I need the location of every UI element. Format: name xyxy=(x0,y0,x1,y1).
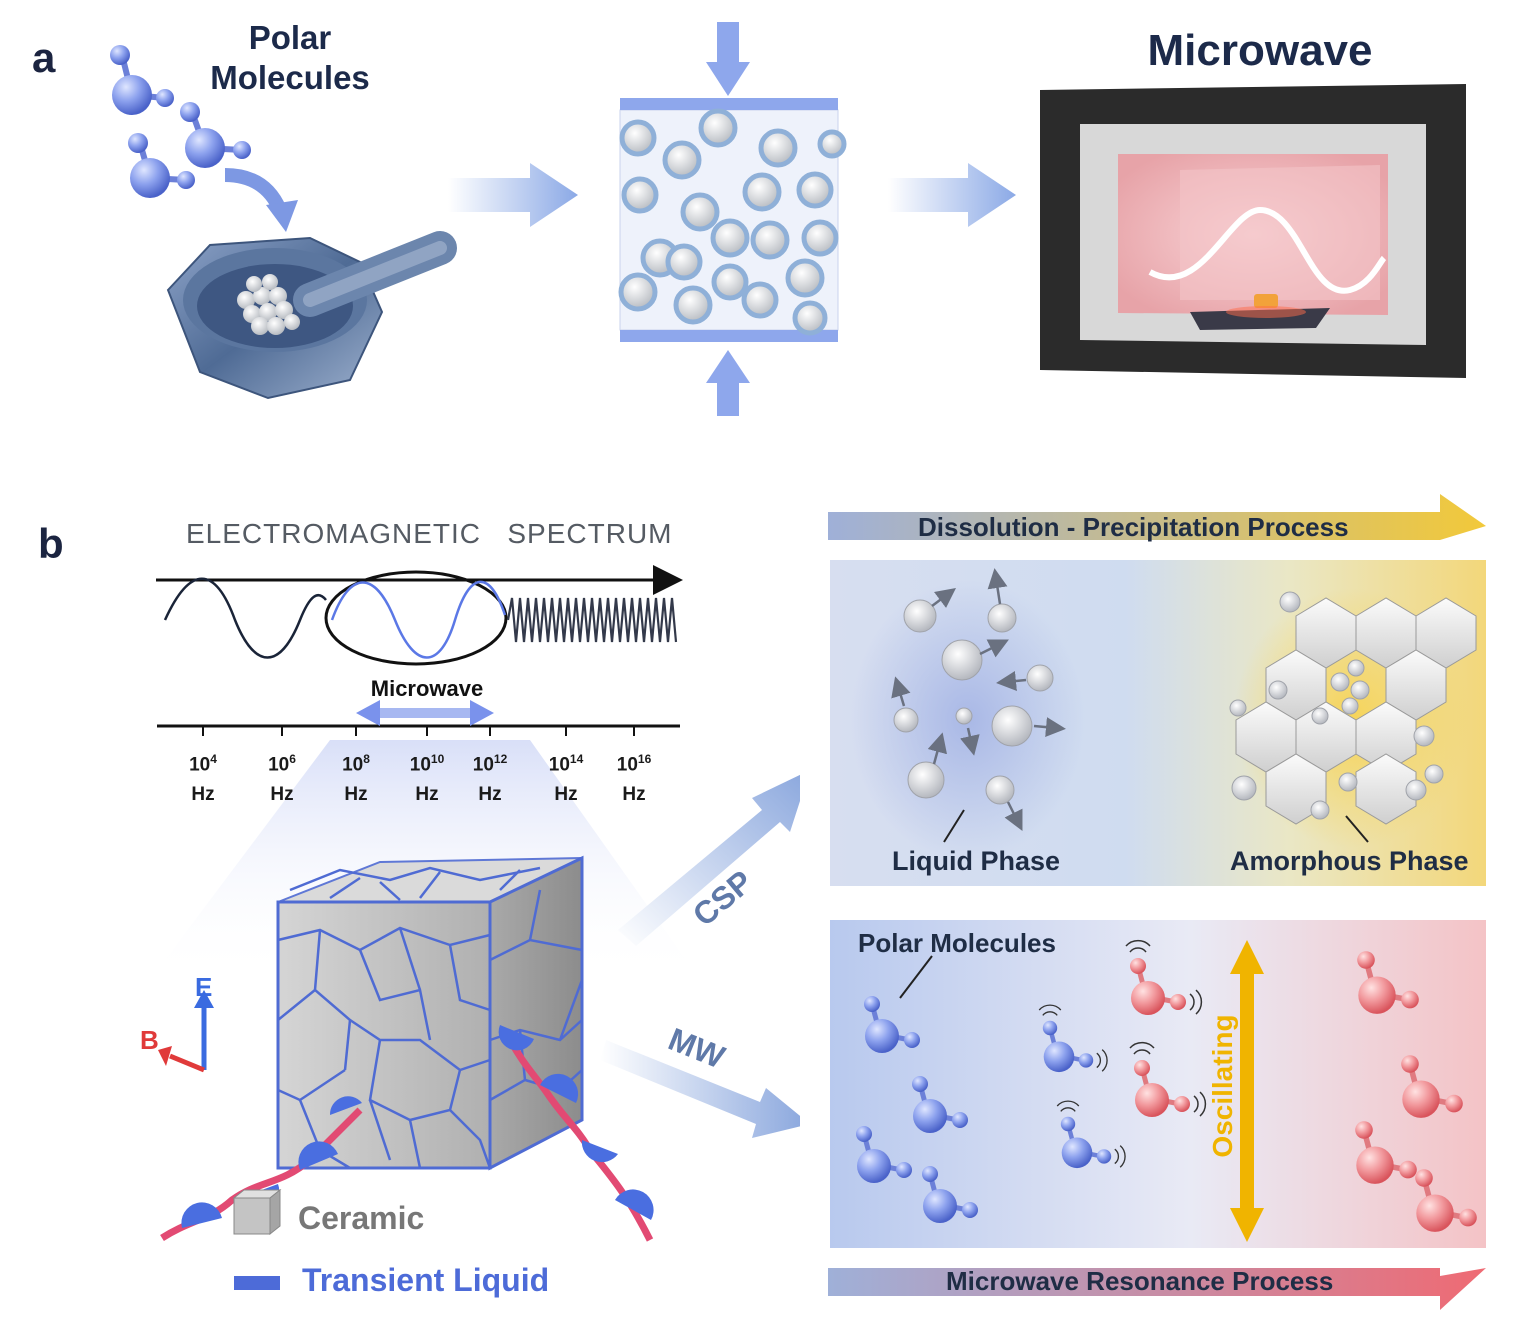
spectrum-title: ELECTROMAGNETIC SPECTRUM xyxy=(186,518,673,549)
liquid-phase-label: Liquid Phase xyxy=(892,846,1061,876)
em-wave-right xyxy=(498,1025,654,1242)
polar-molecule-red-icon xyxy=(1401,1055,1463,1118)
process-arrow-icon xyxy=(448,163,578,227)
polar-molecule-blue-icon xyxy=(1056,1100,1126,1169)
polar-molecule-blue-icon xyxy=(856,1126,912,1183)
ceramic-legend-icon xyxy=(232,1188,282,1236)
polar-molecule-red-icon xyxy=(1129,1041,1207,1117)
spectrum-graphics xyxy=(156,565,683,736)
polar-molecule-blue-icon xyxy=(1038,1004,1108,1073)
transient-liquid-legend-icon xyxy=(234,1276,280,1290)
polar-molecule-red-icon xyxy=(1415,1169,1477,1232)
process-panels-graphics xyxy=(828,494,1486,1310)
polar-molecules-label-a: Polar Molecules xyxy=(200,18,380,98)
mortar-pestle-icon xyxy=(166,231,457,400)
microwave-oven-icon xyxy=(1040,84,1466,378)
polar-molecule-blue-icon xyxy=(864,996,920,1053)
legend-ceramic-label: Ceramic xyxy=(298,1200,425,1236)
polar-molecule-icon xyxy=(180,102,251,168)
microwave-title: Microwave xyxy=(1147,26,1373,75)
polar-molecule-blue-icon xyxy=(922,1166,978,1223)
polar-molecules-line2: Molecules xyxy=(210,59,370,96)
mw-arrow-icon xyxy=(600,1040,800,1138)
curved-arrow-icon xyxy=(266,200,298,232)
high-frequency-wave xyxy=(506,597,678,643)
panel-a-graphics xyxy=(110,22,1466,416)
oscillating-label: Oscillating xyxy=(1207,1014,1238,1158)
polar-molecules-line1: Polar xyxy=(248,19,332,56)
microwave-band-label: Microwave xyxy=(370,676,484,701)
press-particles-icon xyxy=(618,22,847,416)
polar-molecule-icon xyxy=(110,45,174,115)
legend-transient-liquid-label: Transient Liquid xyxy=(302,1262,550,1298)
cube-graphics xyxy=(150,740,800,1290)
csp-arrow-icon xyxy=(618,774,800,946)
polar-molecule-icon xyxy=(128,133,195,198)
amorphous-phase-label: Amorphous Phase xyxy=(1230,846,1469,876)
banner-top-text: Dissolution - Precipitation Process xyxy=(918,512,1349,542)
axis-e-label: E xyxy=(195,972,213,1002)
panel-a-letter: a xyxy=(32,34,56,81)
polar-molecule-blue-icon xyxy=(912,1076,968,1133)
banner-top-shape xyxy=(828,494,1486,540)
polar-molecule-red-icon xyxy=(1355,1121,1417,1184)
banner-bottom-text: Microwave Resonance Process xyxy=(946,1266,1334,1296)
panel-b-letter: b xyxy=(38,520,64,567)
banner-bottom-shape xyxy=(828,1268,1486,1310)
polar-molecule-red-icon xyxy=(1357,951,1419,1014)
process-arrow-icon xyxy=(888,163,1016,227)
polar-molecule-red-icon xyxy=(1125,939,1203,1015)
polar-molecules-label-b: Polar Molecules xyxy=(858,928,1056,958)
axis-b-label: B xyxy=(140,1025,159,1055)
